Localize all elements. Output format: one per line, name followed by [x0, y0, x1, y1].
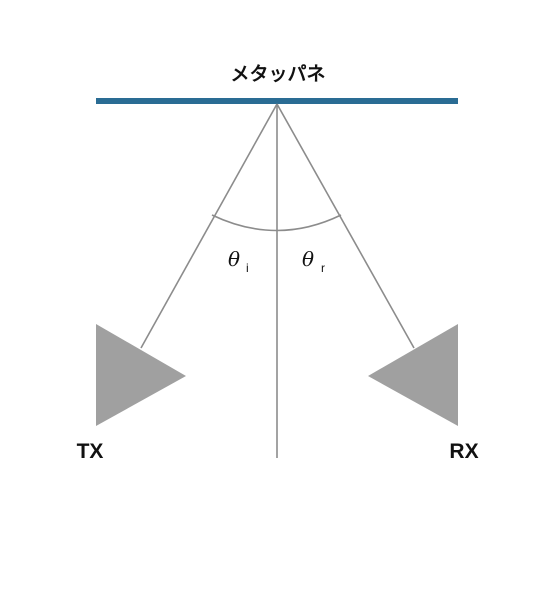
panel-title: メタッパネ: [230, 63, 325, 85]
metasurface-panel: [96, 98, 458, 104]
reflected-angle-subscript: r: [321, 261, 325, 275]
incident-angle-symbol: θ: [228, 247, 240, 271]
incident-ray: [140, 103, 278, 349]
reflected-angle-symbol: θ: [302, 247, 314, 271]
angle-arc: [211, 214, 342, 232]
transmitter-label: TX: [77, 440, 104, 463]
incident-angle-label: θ i: [228, 247, 249, 275]
receiver-label: RX: [449, 440, 478, 463]
receiver-triangle-icon: [368, 324, 458, 426]
incident-angle-subscript: i: [246, 261, 249, 275]
reflected-ray: [276, 103, 415, 349]
transmitter-triangle-icon: [96, 324, 186, 426]
reflected-angle-label: θ r: [302, 247, 325, 275]
